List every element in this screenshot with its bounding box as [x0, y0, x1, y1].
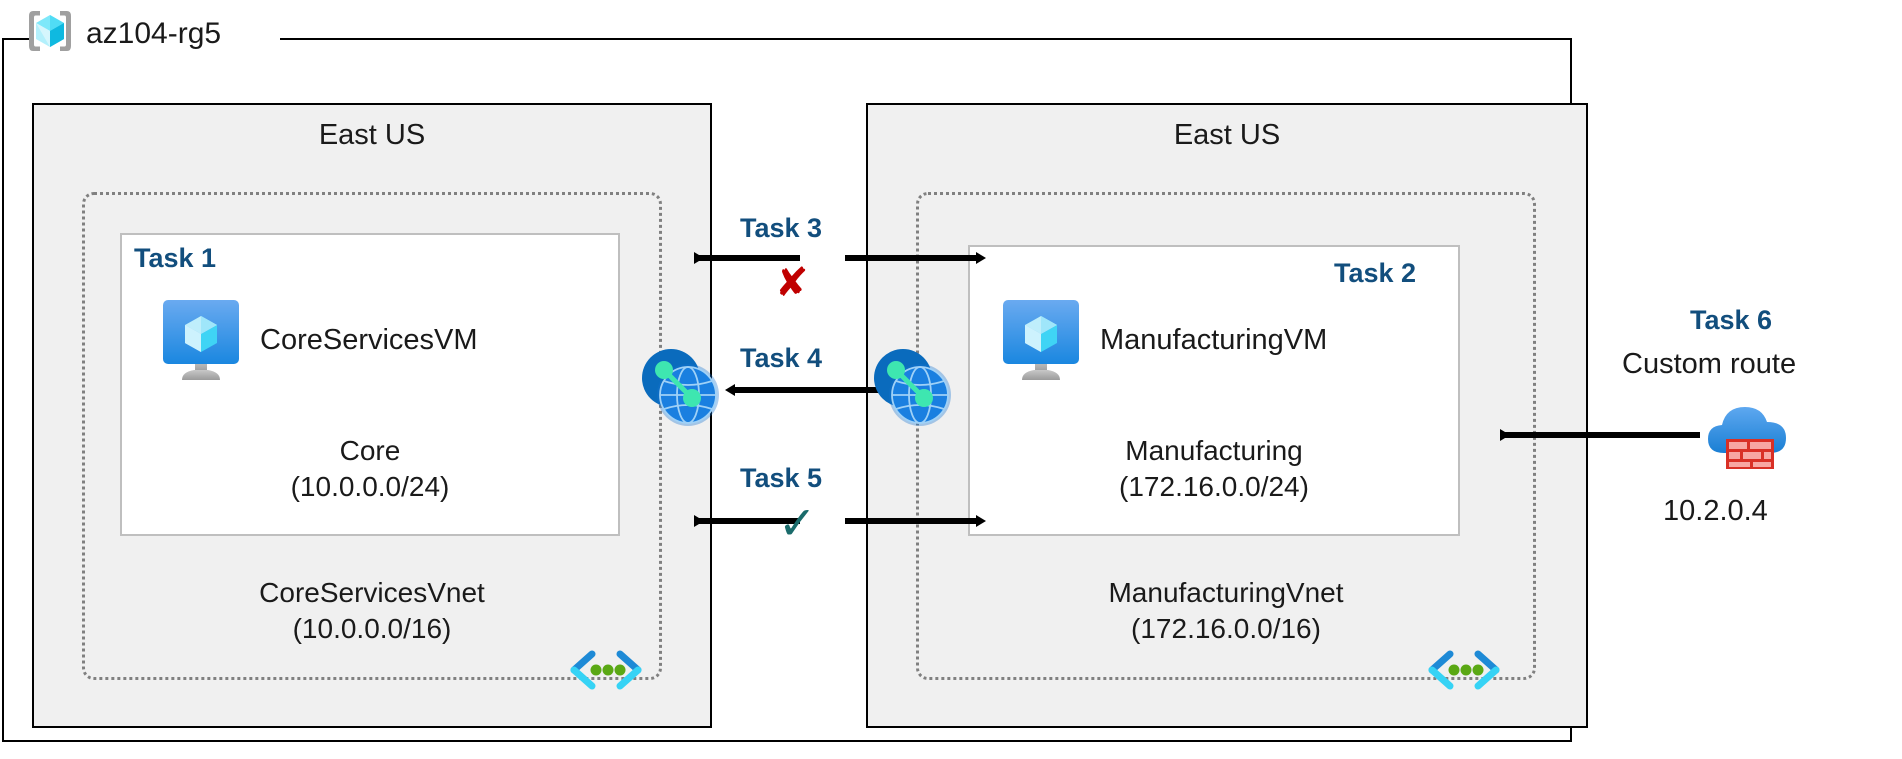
right-subnet-name: Manufacturing (172.16.0.0/24)	[968, 433, 1460, 506]
task-4-label: Task 4	[740, 343, 823, 373]
left-vnet-cidr: (10.0.0.0/16)	[292, 613, 452, 645]
azure-resource-group-icon	[24, 8, 76, 60]
task-3-label: Task 3	[740, 213, 823, 243]
left-vnet-boundary	[82, 192, 662, 680]
right-subnet-cidr: (172.16.0.0/24)	[1119, 471, 1309, 503]
manufacturing-vm: ManufacturingVM	[1000, 298, 1327, 382]
left-subnet-name: Core (10.0.0.0/24)	[120, 433, 620, 506]
right-vnet-name: ManufacturingVnet (172.16.0.0/16)	[916, 575, 1536, 648]
custom-route-title: Custom route	[1622, 348, 1797, 380]
left-subnet-cidr: (10.0.0.0/24)	[290, 471, 450, 503]
resource-group-label-gap	[30, 28, 280, 50]
left-vnet-name: CoreServicesVnet (10.0.0.0/16)	[82, 575, 662, 648]
left-region-label: East US	[318, 119, 426, 151]
right-vnet-cidr: (172.16.0.0/16)	[1131, 613, 1321, 645]
left-subnet-title: Core	[339, 435, 401, 466]
subnet-brackets-icon	[1424, 648, 1504, 692]
right-region-label: East US	[1173, 119, 1281, 151]
resource-group-header: az104-rg5	[24, 8, 221, 60]
left-subnet-box	[120, 233, 620, 536]
virtual-machine-icon	[160, 298, 242, 382]
task-3-cross-marker: ✘	[775, 261, 809, 305]
vnet-peering-icon	[638, 345, 724, 431]
core-services-vm-name: CoreServicesVM	[260, 323, 478, 356]
task-6-label: Task 6	[1690, 305, 1773, 335]
virtual-machine-icon	[1000, 298, 1082, 382]
vnet-peering-icon	[870, 345, 956, 431]
custom-route-address: 10.2.0.4	[1663, 495, 1768, 527]
subnet-brackets-icon	[566, 648, 646, 692]
task-5-check-marker: ✓	[778, 497, 817, 549]
task-2-label: Task 2	[1334, 258, 1417, 288]
task-5-label: Task 5	[740, 463, 823, 493]
right-subnet-title: Manufacturing	[1125, 435, 1303, 466]
azure-firewall-icon	[1700, 395, 1796, 481]
task-1-label: Task 1	[134, 243, 217, 273]
manufacturing-vm-name: ManufacturingVM	[1100, 323, 1328, 356]
right-subnet-box	[968, 245, 1460, 536]
right-vnet-title: ManufacturingVnet	[1108, 577, 1344, 608]
left-vnet-title: CoreServicesVnet	[259, 577, 485, 608]
core-services-vm: CoreServicesVM	[160, 298, 478, 382]
resource-group-name: az104-rg5	[86, 17, 222, 50]
